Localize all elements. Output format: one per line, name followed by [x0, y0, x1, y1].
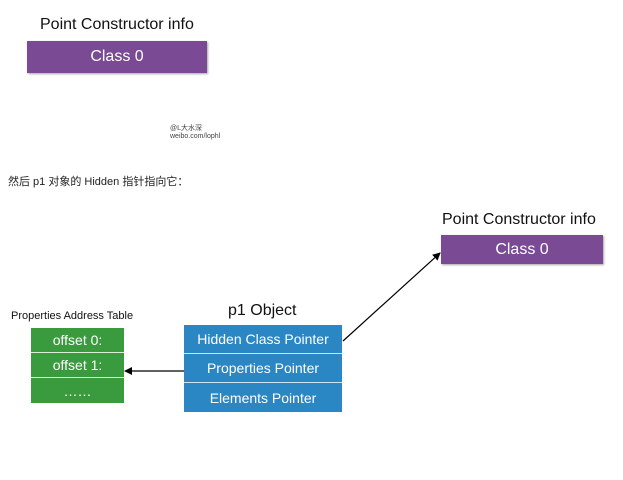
caption-text: 然后 p1 对象的 Hidden 指针指向它：	[8, 176, 189, 188]
properties-pointer-row: Properties Pointer	[184, 354, 342, 383]
bottom-constructor-title: Point Constructor info	[442, 211, 596, 228]
watermark-url: weibo.com/lophl	[170, 133, 221, 140]
table-row-ellipsis: ……	[31, 378, 124, 403]
arrow-hidden-class-to-constructor	[342, 252, 441, 342]
top-class-box: Class 0	[27, 41, 207, 73]
top-constructor-title: Point Constructor info	[40, 16, 194, 33]
table-title: Properties Address Table	[11, 310, 134, 322]
properties-table: offset 0: offset 1: ……	[31, 328, 124, 403]
object-title: p1 Object	[228, 302, 297, 319]
bottom-class-box: Class 0	[441, 235, 603, 264]
table-row-offset-0: offset 0:	[31, 328, 124, 353]
watermark-handle: @L大水深	[170, 125, 202, 132]
watermark: @L大水深 weibo.com/lophl	[170, 125, 220, 141]
table-row-offset-1: offset 1:	[31, 353, 124, 378]
elements-pointer-row: Elements Pointer	[184, 383, 342, 412]
hidden-class-pointer-row: Hidden Class Pointer	[184, 325, 342, 354]
object-box: Hidden Class Pointer Properties Pointer …	[184, 325, 342, 412]
